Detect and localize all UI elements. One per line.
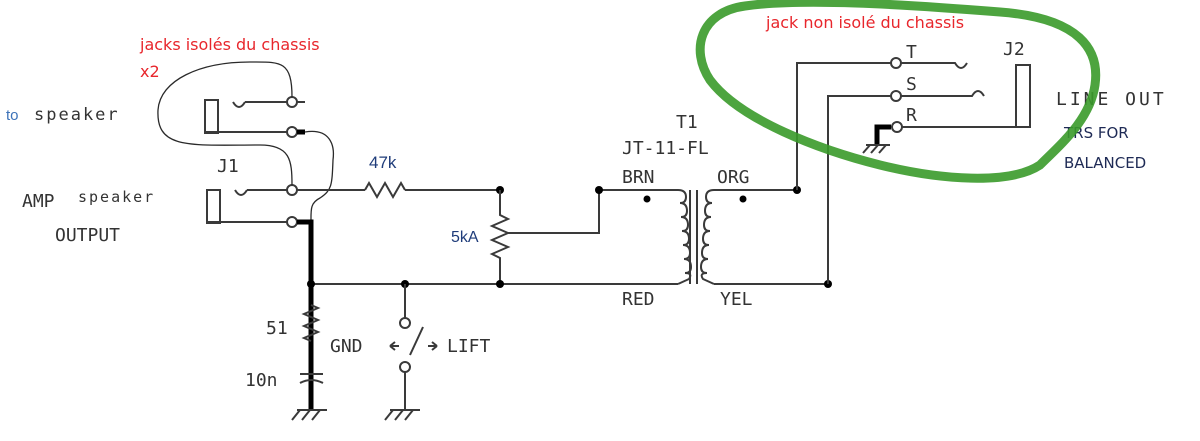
- label-tip: T: [906, 42, 917, 63]
- ground-icon: [291, 409, 327, 421]
- jack-to-speaker: [204, 96, 305, 138]
- label-output: OUTPUT: [55, 225, 120, 246]
- label-j1: J1: [217, 156, 239, 177]
- jack-j2: [862, 57, 1031, 154]
- label-s: S: [906, 74, 917, 95]
- ground-lift-switch[interactable]: [409, 326, 424, 356]
- label-j2: J2: [1003, 39, 1025, 60]
- label-10n: 10n: [245, 370, 278, 391]
- label-gnd: GND: [330, 336, 363, 357]
- right-note: jack non isolé du chassis: [765, 13, 964, 32]
- arrow-left-icon: [389, 341, 399, 351]
- label-t1-model: JT-11-FL: [622, 138, 709, 159]
- hand-wire-loop: [157, 61, 293, 186]
- wire-sleeve: [827, 95, 891, 284]
- resistor-47k: [364, 180, 406, 200]
- label-to: to: [6, 107, 19, 124]
- label-lift: LIFT: [447, 336, 491, 357]
- ground-bus-wire: [297, 219, 314, 410]
- label-51: 51: [266, 318, 288, 339]
- label-yel: YEL: [720, 289, 753, 310]
- green-highlight-circle: [695, 0, 1101, 183]
- label-47k: 47k: [369, 153, 397, 172]
- label-brn: BRN: [622, 167, 655, 188]
- label-org: ORG: [717, 167, 750, 188]
- wire-wiper-brn: [508, 189, 678, 234]
- hand-wire-sleeve: [304, 130, 335, 223]
- left-note-line2: x2: [140, 62, 160, 81]
- label-line-out: LINE OUT: [1056, 89, 1167, 110]
- label-5ka: 5kA: [451, 229, 479, 246]
- label-speaker-bottom: speaker: [78, 188, 155, 206]
- potentiometer-5ka: [489, 190, 511, 284]
- arrow-right-icon: [428, 341, 438, 351]
- left-note-line1: jacks isolés du chassis: [139, 35, 320, 54]
- resistor-51: [301, 304, 321, 342]
- transformer-t1: [643, 189, 747, 285]
- label-amp: AMP: [22, 191, 55, 212]
- trs-note-line2: BALANCED: [1064, 154, 1146, 172]
- label-ring: R: [906, 105, 917, 126]
- label-red: RED: [622, 289, 655, 310]
- jack-j1: [206, 184, 298, 228]
- wire-tip: [796, 62, 891, 190]
- capacitor-10n: [299, 373, 324, 384]
- ground-icon: [384, 409, 420, 421]
- label-t1: T1: [676, 112, 698, 133]
- switch-contact-bottom: [399, 361, 411, 373]
- switch-contact-top: [399, 317, 411, 329]
- label-speaker-top: speaker: [34, 105, 120, 125]
